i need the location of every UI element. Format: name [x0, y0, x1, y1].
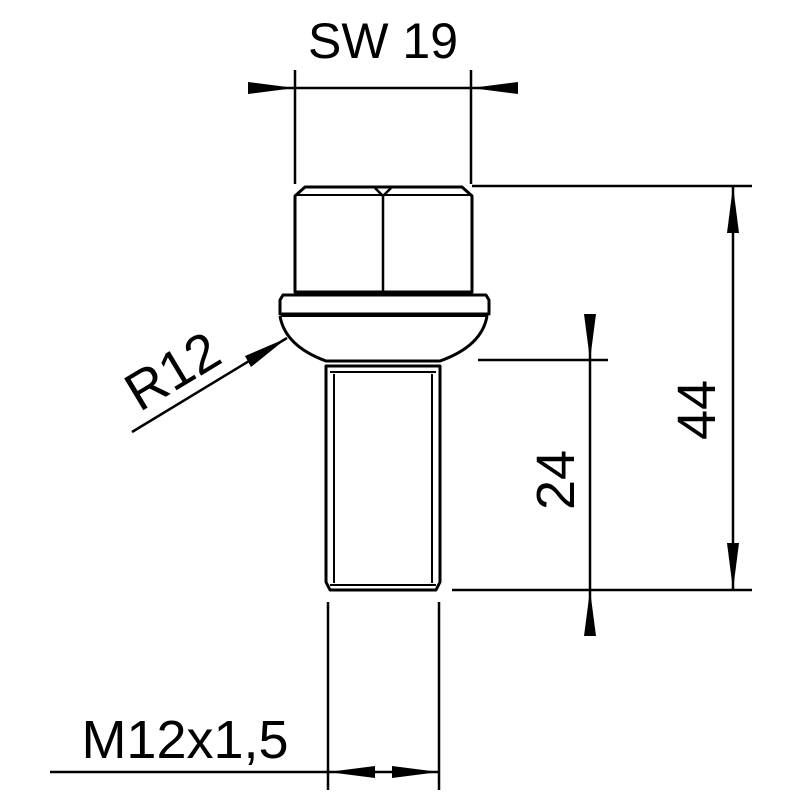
radius-arrow	[245, 338, 287, 367]
sw-arrow-right	[471, 82, 518, 94]
shank	[324, 364, 442, 592]
thread-length-arrow-top	[584, 314, 596, 360]
total-length-label: 44	[667, 380, 727, 440]
hex-head	[293, 185, 474, 294]
dimension-labels: SW 19 44 24 R12 M12x1,5	[81, 13, 727, 770]
bolt-outline	[278, 185, 491, 592]
total-length-arrow-bottom	[727, 543, 739, 590]
collar	[278, 293, 491, 316]
thread-spec-label: M12x1,5	[81, 710, 288, 770]
thread-arrow-left	[328, 766, 375, 778]
dimension-lines	[50, 70, 752, 790]
spherical-seat	[278, 315, 489, 363]
total-length-arrow-top	[727, 186, 739, 233]
thread-length-label: 24	[526, 450, 586, 510]
thread-length-arrow-bottom	[584, 590, 596, 636]
thread-arrow-right	[392, 766, 439, 778]
arrowheads	[245, 82, 739, 778]
sw-arrow-left	[248, 82, 295, 94]
wrench-size-label: SW 19	[308, 13, 458, 69]
hex-face-divider	[374, 187, 392, 292]
